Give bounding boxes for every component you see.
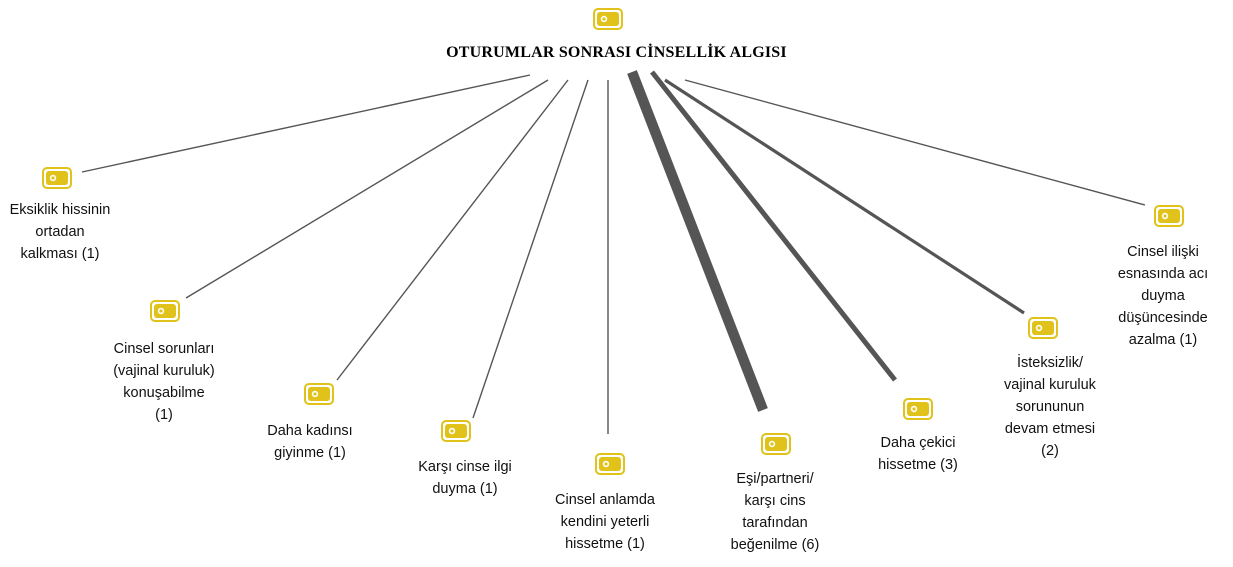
root-title: OTURUMLAR SONRASI CİNSELLİK ALGISI: [446, 44, 787, 61]
edge-eksiklik: [81, 74, 531, 173]
node-label-kadinsi: Daha kadınsı giyinme (1): [267, 423, 353, 461]
code-icon-kadinsi[interactable]: [304, 383, 334, 405]
edge-kadinsi: [336, 79, 569, 381]
code-icon-cekici[interactable]: [903, 398, 933, 420]
code-icon-yeterli[interactable]: [595, 453, 625, 475]
code-icon-eksiklik[interactable]: [42, 167, 72, 189]
node-label-isteksizlik: İsteksizlik/ vajinal kuruluk sorununun d…: [1004, 355, 1096, 459]
edge-isteksizlik: [664, 78, 1025, 315]
node-label-begenilme: Eşi/partneri/ karşı cins tarafından beğe…: [730, 471, 820, 553]
node-label-cekici: Daha çekici hissetme (3): [878, 435, 958, 473]
edge-begenilme: [627, 70, 768, 412]
root-code-icon[interactable]: [593, 8, 623, 30]
code-icon-begenilme[interactable]: [761, 433, 791, 455]
node-label-karsi-cins: Karşı cinse ilgi duyma (1): [418, 459, 512, 497]
node-label-cinsel-sorunlari: Cinsel sorunları (vajinal kuruluk) konuş…: [113, 341, 215, 423]
node-label-aci: Cinsel ilişki esnasında acı duyma düşünc…: [1117, 244, 1209, 348]
edge-cekici: [650, 70, 897, 382]
code-icon-aci[interactable]: [1154, 205, 1184, 227]
code-icon-cinsel-sorunlari[interactable]: [150, 300, 180, 322]
edge-aci: [684, 79, 1146, 206]
code-icon-karsi-cins[interactable]: [441, 420, 471, 442]
node-label-eksiklik: Eksiklik hissinin ortadan kalkması (1): [9, 202, 111, 262]
node-label-yeterli: Cinsel anlamda kendini yeterli hissetme …: [555, 492, 655, 552]
edge-karsi-cins: [472, 79, 589, 419]
code-icon-isteksizlik[interactable]: [1028, 317, 1058, 339]
edge-cinsel-sorunlari: [185, 79, 549, 299]
